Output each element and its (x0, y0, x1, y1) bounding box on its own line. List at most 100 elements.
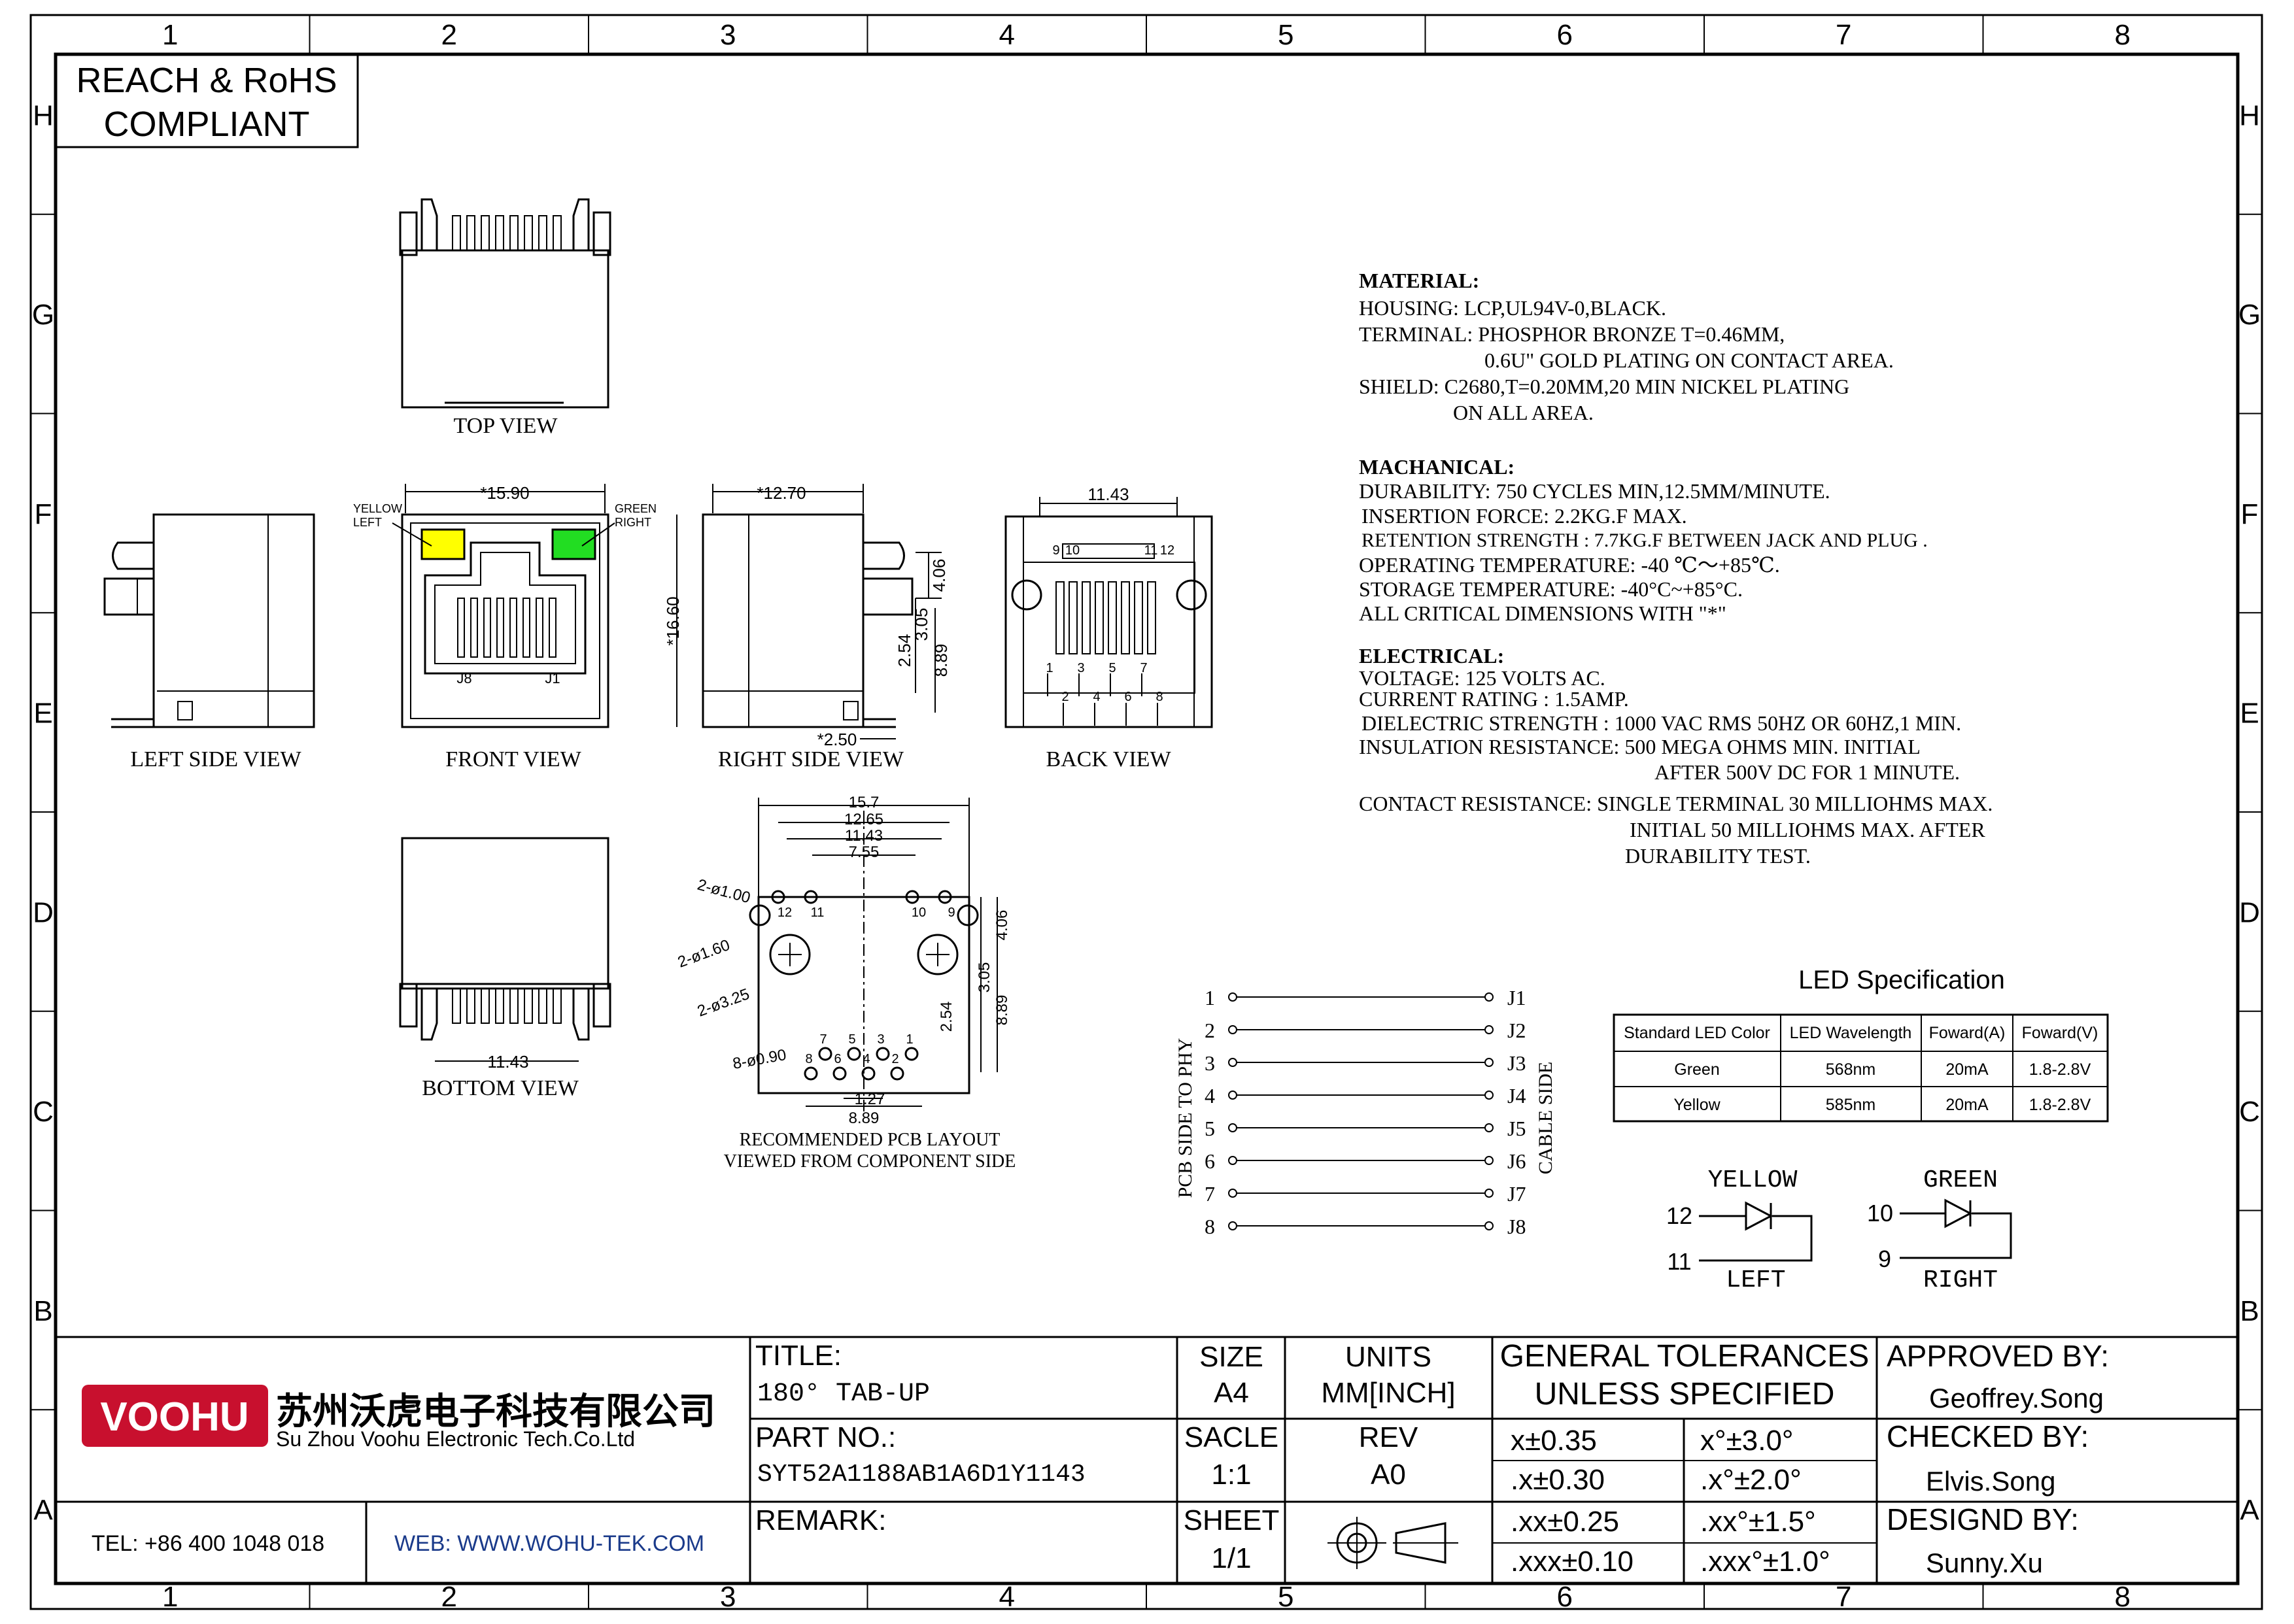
front-contact (470, 598, 478, 658)
led-cell: 1.8-2.8V (2029, 1060, 2091, 1079)
frame-col-bottom: 4 (999, 1581, 1015, 1613)
green-label: GREEN (615, 502, 657, 515)
compliance-line-1: REACH & RoHS (76, 61, 337, 100)
sheet-label: SHEET (1184, 1504, 1280, 1536)
frame-row-right: E (2240, 698, 2259, 730)
pcb-label-1: RECOMMENDED PCB LAYOUT (740, 1130, 1001, 1150)
front-view-label: FRONT VIEW (445, 747, 581, 771)
tolerance-title-2: UNLESS SPECIFIED (1535, 1377, 1835, 1412)
wiring-left-pin: 8 (1205, 1215, 1215, 1238)
top-view-label: TOP VIEW (454, 414, 558, 438)
mechanical-line-4: OPERATING TEMPERATURE: -40 ℃～+85℃. (1359, 553, 1780, 577)
designed-value: Sunny.Xu (1926, 1548, 2043, 1578)
green-side-label: RIGHT (615, 516, 651, 529)
wiring-right-pin: J6 (1507, 1149, 1526, 1173)
projection-symbol-icon (1327, 1517, 1458, 1569)
frame-col-top: 7 (1836, 19, 1851, 51)
top-view-pin (524, 215, 533, 251)
back-bottom-pin-label: 1 (1046, 661, 1053, 675)
electrical-line-8: DURABILITY TEST. (1625, 844, 1811, 868)
remark-label: REMARK: (755, 1504, 886, 1536)
pcb-hole (771, 890, 785, 904)
front-contact (522, 598, 530, 658)
wiring-left-pin: 3 (1205, 1051, 1215, 1075)
led-header-wavelength: LED Wavelength (1790, 1024, 1912, 1042)
electrical-line-2: CURRENT RATING : 1.5AMP. (1359, 687, 1629, 711)
back-contact (1134, 581, 1143, 654)
size-value: A4 (1214, 1377, 1249, 1409)
led-spec-title: LED Specification (1798, 966, 2005, 994)
tol-angular-2: .xx°±1.5° (1700, 1506, 1816, 1538)
right-depth-dim: *12.70 (757, 483, 806, 503)
tol-linear-0: x±0.35 (1511, 1425, 1597, 1457)
bottom-view-pin (466, 988, 475, 1024)
frame-col-bottom: 7 (1836, 1581, 1851, 1613)
material-line-2: TERMINAL: PHOSPHOR BRONZE T=0.46MM, (1359, 322, 1785, 346)
frame-row-right: H (2239, 99, 2260, 131)
pcb-hole-label: 4 (863, 1052, 870, 1066)
led-header-forward-v: Foward(V) (2022, 1024, 2098, 1042)
approved-value: Geoffrey.Song (1929, 1383, 2104, 1413)
pcb-dim-3-05: 3.05 (976, 962, 993, 993)
wiring-right-pin: J3 (1507, 1051, 1526, 1075)
frame-row-left: A (33, 1495, 53, 1527)
compliance-line-2: COMPLIANT (103, 105, 309, 144)
bottom-view-pin (524, 988, 533, 1024)
title-label: TITLE: (755, 1340, 842, 1372)
pcb-hole-label: 2 (891, 1052, 899, 1066)
compliance-box: REACH & RoHS COMPLIANT (54, 53, 359, 148)
back-contact (1055, 581, 1065, 654)
front-width-dim: *15.90 (480, 483, 529, 503)
bottom-dim: 11.43 (487, 1052, 528, 1072)
part-value: SYT52A1188AB1A6D1Y1143 (757, 1461, 1086, 1489)
frame-row-right: B (2240, 1295, 2259, 1327)
led-cell: 585nm (1826, 1096, 1875, 1114)
pcb-hole (861, 1066, 876, 1081)
front-contact (483, 598, 491, 658)
led-header-color: Standard LED Color (1624, 1024, 1770, 1042)
right-dim-4-06: 4.06 (929, 559, 949, 592)
pcb-hole-label: 12 (778, 905, 792, 920)
back-view-label: BACK VIEW (1046, 747, 1171, 771)
led-cell: 1.8-2.8V (2029, 1096, 2091, 1114)
pcb-hole-label: 5 (848, 1032, 855, 1047)
top-view: TOP VIEW (399, 198, 611, 438)
led-yellow-pin-b: 11 (1667, 1248, 1691, 1275)
electrical-line-7: INITIAL 50 MILLIOHMS MAX. AFTER (1630, 818, 1985, 841)
frame-col-bottom: 3 (720, 1581, 736, 1613)
back-contact (1108, 581, 1117, 654)
frame-col-bottom: 1 (162, 1581, 178, 1613)
frame-col-top: 2 (441, 19, 457, 51)
material-title: MATERIAL: (1359, 269, 1479, 292)
material-line-1: HOUSING: LCP,UL94V-0,BLACK. (1359, 296, 1666, 320)
frame-col-top: 4 (999, 19, 1015, 51)
material-line-3: 0.6U" GOLD PLATING ON CONTACT AREA. (1484, 348, 1894, 372)
front-contact (457, 598, 465, 658)
rev-label: REV (1359, 1421, 1418, 1453)
company-name-en: Su Zhou Voohu Electronic Tech.Co.Ltd (276, 1427, 635, 1451)
right-dim-2-54: 2.54 (895, 634, 914, 668)
frame-row-left: C (33, 1096, 54, 1128)
back-contact (1095, 581, 1104, 654)
specifications: MATERIAL: HOUSING: LCP,UL94V-0,BLACK. TE… (1359, 269, 1993, 868)
checked-value: Elvis.Song (1926, 1466, 2055, 1497)
frame-row-right: F (2241, 498, 2259, 530)
company-logo (82, 1385, 268, 1447)
front-contact (549, 598, 556, 658)
back-contact (1082, 581, 1091, 654)
size-label: SIZE (1199, 1341, 1263, 1373)
front-height-dim: *16.60 (663, 596, 683, 645)
pcb-hole (905, 890, 919, 904)
pcb-hole-label: 9 (948, 905, 955, 920)
wiring-right-pin: J8 (1507, 1215, 1526, 1238)
back-bottom-pin-label: 6 (1124, 690, 1131, 704)
tol-linear-3: .xxx±0.10 (1511, 1546, 1634, 1578)
bottom-view-pin (553, 988, 562, 1024)
wiring-node (1484, 1156, 1494, 1165)
right-side-view: *12.70 *16.60 4.06 3.05 2.54 8.89 *2.50 … (663, 483, 951, 771)
led-green-name: GREEN (1923, 1166, 1998, 1194)
frame-col-bottom: 8 (2115, 1581, 2131, 1613)
led-yellow-pin-a: 12 (1666, 1202, 1692, 1229)
company-tel: TEL: +86 400 1048 018 (92, 1531, 324, 1556)
